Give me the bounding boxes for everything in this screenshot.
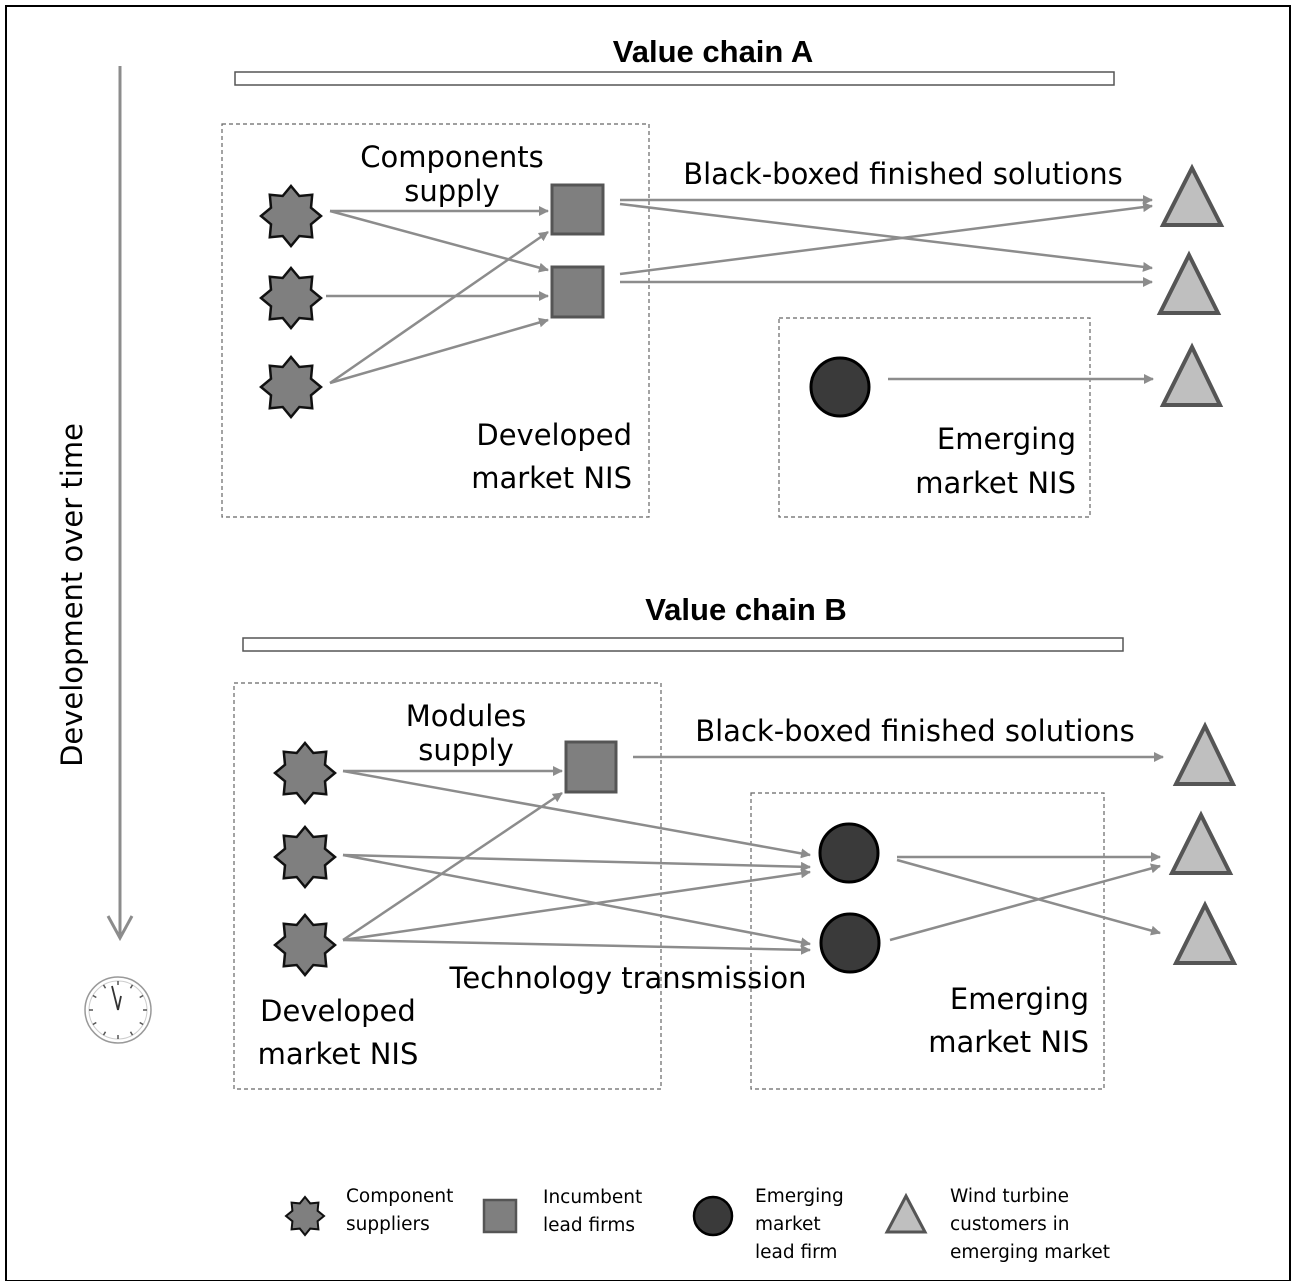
component-supplier-node (273, 913, 337, 977)
legend-incumbent-label-1: Incumbent (543, 1187, 642, 1208)
chain-a-developed-box (221, 123, 650, 518)
chain-a-arrows (326, 195, 1154, 385)
chain-b-flow-label-2: supply (418, 733, 514, 767)
time-axis-label: Development over time (55, 423, 89, 767)
chain-a-title: Value chain A (613, 34, 813, 69)
arrow (329, 209, 549, 273)
chain-a-bar (234, 71, 1115, 86)
emerging-lead-firm-node (818, 822, 880, 884)
chain-b-bar (242, 637, 1124, 652)
component-supplier-node (259, 184, 323, 248)
clock-icon (84, 976, 152, 1044)
clock-tick (139, 1021, 144, 1026)
clock-tick (92, 994, 97, 999)
value-chain-a: Value chain A Components supply Black-bo… (221, 34, 1225, 518)
component-supplier-node (273, 825, 337, 889)
arrow (342, 938, 811, 955)
chain-a-output-label: Black-boxed finished solutions (683, 157, 1123, 191)
time-axis: Development over time (55, 66, 152, 1044)
arrow (342, 769, 811, 859)
component-supplier-node (273, 741, 337, 805)
incumbent-lead-firm-node (550, 265, 605, 319)
outer-frame (5, 5, 1291, 1281)
chain-b-emerging-box (750, 792, 1105, 1090)
chain-b-flow-label-1: Modules (406, 699, 527, 733)
arrow (342, 791, 563, 942)
arrow (329, 230, 549, 385)
chain-b-developed-box (233, 682, 662, 1090)
chain-b-developed-label-2: market NIS (258, 1037, 419, 1071)
arrow (896, 858, 1161, 936)
customer-node (1172, 721, 1237, 786)
arrow (342, 853, 811, 948)
legend: Component suppliers Incumbent lead firms… (284, 1186, 1110, 1263)
time-arrow-head (106, 915, 134, 942)
component-supplier-node (259, 355, 323, 419)
legend-customer-icon (884, 1192, 928, 1234)
chain-a-emerging-label-2: market NIS (915, 466, 1076, 500)
component-supplier-node (259, 266, 323, 330)
incumbent-lead-firm-node (564, 740, 618, 794)
legend-supplier-icon (284, 1195, 326, 1237)
arrow (619, 202, 1153, 276)
chain-b-title: Value chain B (645, 592, 847, 627)
arrow (619, 202, 1153, 272)
chain-a-flow-label-1: Components (360, 140, 543, 174)
customer-node (1156, 250, 1222, 315)
clock-tick (92, 1021, 97, 1026)
customer-node (1159, 163, 1225, 227)
legend-emerging-label-1: Emerging (755, 1186, 844, 1207)
arrow (342, 853, 811, 872)
clock-tick (102, 1031, 107, 1036)
value-chain-b: Value chain B Modules supply Black-boxed… (233, 592, 1238, 1090)
chain-b-emerging-label-2: market NIS (928, 1025, 1089, 1059)
legend-emerging-label-3: lead firm (755, 1242, 837, 1263)
arrow (889, 863, 1161, 942)
emerging-lead-firm-node (809, 356, 871, 418)
clock-tick (139, 994, 144, 999)
legend-customer-label-2: customers in (950, 1214, 1070, 1235)
legend-emerging-firm-icon (692, 1195, 734, 1237)
legend-supplier-label-2: suppliers (346, 1214, 430, 1235)
chain-a-flow-label-2: supply (404, 174, 500, 208)
chain-b-output-label: Black-boxed finished solutions (695, 714, 1135, 748)
legend-customer-label-3: emerging market (950, 1242, 1110, 1263)
chain-a-emerging-label-1: Emerging (937, 422, 1076, 456)
customer-node (1172, 900, 1238, 965)
arrow (342, 868, 811, 942)
legend-incumbent-label-2: lead firms (543, 1215, 635, 1236)
emerging-lead-firm-node (819, 912, 881, 974)
incumbent-lead-firm-node (550, 183, 605, 236)
customer-node (1168, 810, 1234, 875)
clock-tick (129, 984, 134, 989)
clock-tick (129, 1031, 134, 1036)
chain-a-emerging-box (778, 317, 1091, 518)
legend-incumbent-icon (482, 1198, 518, 1234)
chain-a-developed-label-2: market NIS (471, 461, 632, 495)
chain-b-arrows (342, 752, 1164, 955)
chain-b-developed-label-1: Developed (260, 994, 416, 1028)
customer-node (1159, 342, 1224, 407)
clock-tick (102, 984, 107, 989)
chain-b-transfer-label: Technology transmission (449, 961, 807, 995)
legend-supplier-label-1: Component (346, 1186, 453, 1207)
chain-a-developed-label-1: Developed (476, 418, 632, 452)
chain-b-emerging-label-1: Emerging (950, 982, 1089, 1016)
legend-customer-label-1: Wind turbine (950, 1186, 1069, 1207)
arrow (329, 317, 549, 385)
legend-emerging-label-2: market (755, 1214, 821, 1235)
